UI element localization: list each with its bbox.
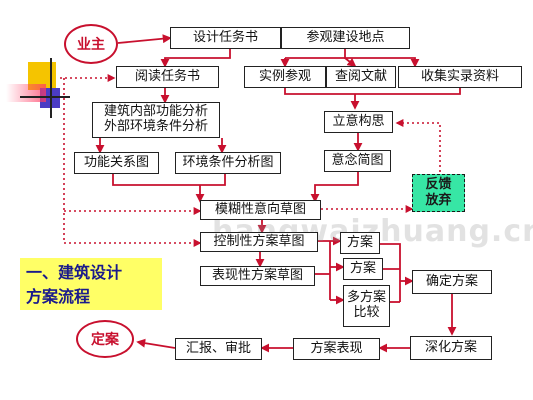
node-confirm-scheme: 确定方案	[412, 270, 492, 294]
node-expressive-sketch: 表现性方案草图	[200, 266, 315, 286]
node-fuzzy-sketch: 模糊性意向草图	[200, 200, 321, 220]
node-case-study: 实例参观	[244, 66, 326, 88]
node-concept: 立意构思	[324, 111, 393, 133]
node-control-sketch: 控制性方案草图	[200, 232, 318, 252]
node-feedback: 反馈 放弃	[412, 174, 465, 212]
node-concept-sketch: 意念简图	[324, 150, 391, 172]
decor-vertical-line	[50, 58, 52, 118]
node-scheme-a: 方案	[340, 232, 380, 254]
node-deepen-scheme: 深化方案	[410, 336, 492, 360]
node-report-approve: 汇报、审批	[175, 338, 262, 360]
node-owner: 业主	[64, 24, 118, 64]
node-environment-diagram: 环境条件分析图	[175, 152, 281, 174]
node-consult-docs: 查阅文献	[326, 66, 396, 88]
node-function-diagram: 功能关系图	[74, 152, 159, 174]
node-scheme-present: 方案表现	[293, 338, 380, 360]
node-read-brief: 阅读任务书	[116, 66, 219, 88]
decor-horizontal-line	[20, 96, 70, 98]
node-design-brief: 设计任务书	[170, 27, 281, 49]
diagram-title: 一、建筑设计 方案流程	[20, 258, 162, 310]
node-scheme-b: 方案	[343, 258, 383, 280]
node-final: 定案	[76, 320, 134, 358]
node-collect-materials: 收集实录资料	[398, 66, 522, 88]
node-multi-compare: 多方案 比较	[343, 285, 390, 327]
node-site-visit: 参观建设地点	[281, 27, 410, 49]
node-analysis: 建筑内部功能分析 外部环境条件分析	[92, 102, 220, 138]
